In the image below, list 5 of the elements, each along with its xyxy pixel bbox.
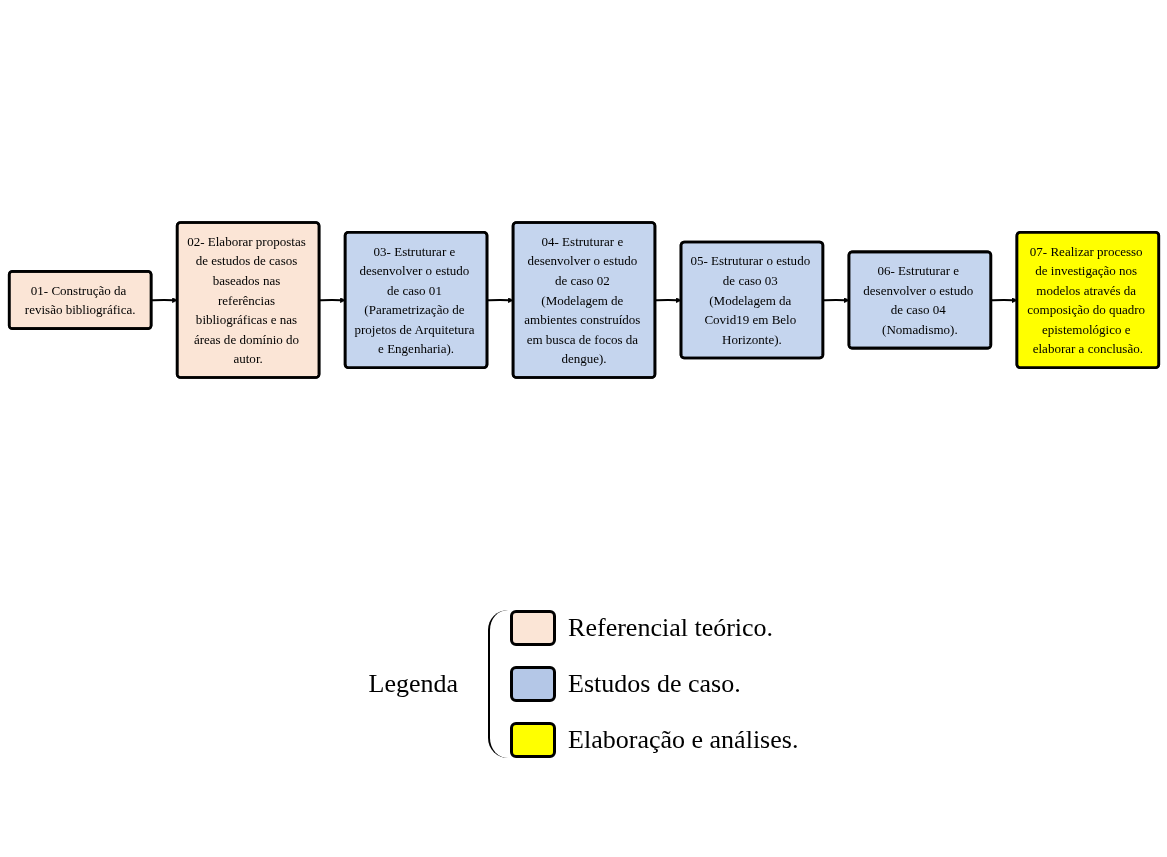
flowchart: 01- Construção da revisão bibliográfica. 02- Elaborar propostas de estudos de casos baseados nas referências bibliográficas e nas áreas de domínio do autor. 03- Estruturar e desenvolver o estudo de caso 01 (Parametrização de projetos de Arquitetura e Engenharia). 04- Estruturar e desenvolver o estudo de caso 02 (Modelagem de ambientes construídos em busca de focos da dengue). 05- Estruturar o estudo de caso 03 (Modelagem da Covid19 em Belo Horizonte). 06- Estruturar e desenvolver o estudo de caso 04 (Nomadismo). 07- Realizar processo de investigação nos modelos através da composição do quadro epistemológico e elaborar a conclusão.: [3, 20, 1164, 580]
legend-text: Elaboração e análises.: [568, 725, 799, 755]
legend-text: Estudos de caso.: [568, 669, 741, 699]
legend-text: Referencial teórico.: [568, 613, 774, 643]
legend-heading: Legenda: [368, 669, 459, 698]
